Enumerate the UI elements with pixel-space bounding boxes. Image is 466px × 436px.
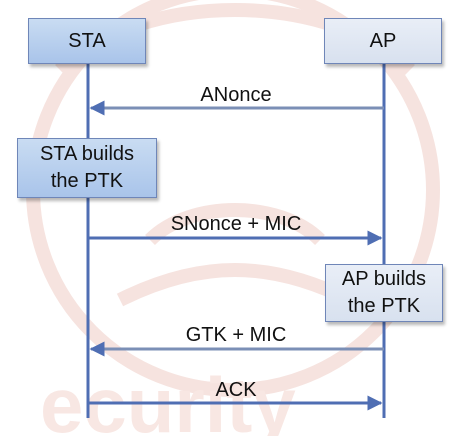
gtk-mic-label: GTK + MIC [185,324,287,346]
sta-builds-ptk-box: STA builds the PTK [17,138,157,198]
ap-label: AP [369,29,397,52]
snonce-mic-label: SNonce + MIC [170,213,302,235]
sta-builds-line1: STA builds [39,143,135,165]
sta-label: STA [68,29,106,52]
ap-builds-line1: AP builds [341,268,427,290]
sta-builds-line2: the PTK [50,170,124,192]
ap-participant-box: AP [324,18,442,64]
anonce-label: ANonce [200,84,272,106]
ack-label: ACK [215,379,257,401]
sta-participant-box: STA [28,18,146,64]
ap-builds-ptk-box: AP builds the PTK [325,264,443,322]
ap-builds-line2: the PTK [347,295,421,317]
